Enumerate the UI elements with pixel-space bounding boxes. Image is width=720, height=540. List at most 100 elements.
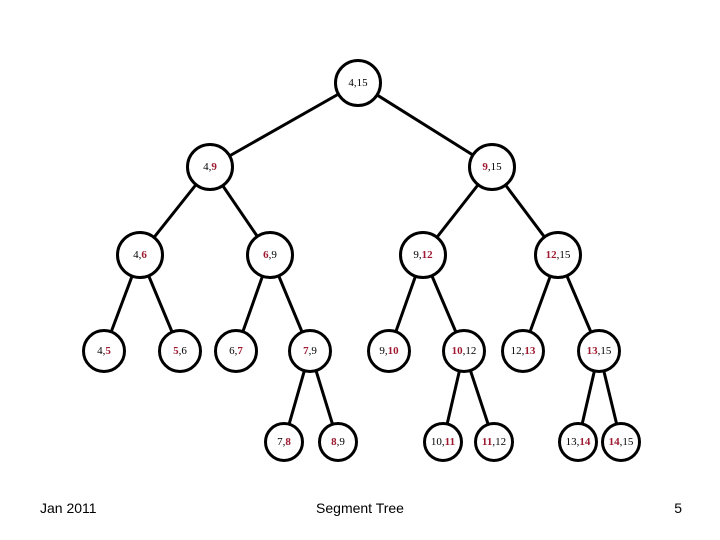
tree-node-label: 4,9 xyxy=(203,160,217,173)
range-separator: , xyxy=(353,76,357,89)
range-high: 8 xyxy=(285,435,291,448)
tree-node-10-11[interactable]: 10,11 xyxy=(423,422,463,462)
range-low: 12 xyxy=(545,248,557,261)
footer-page-number: 5 xyxy=(674,500,682,516)
tree-node-label: 9,10 xyxy=(379,344,399,357)
tree-node-12-13[interactable]: 12,13 xyxy=(501,329,545,373)
tree-node-6-7[interactable]: 6,7 xyxy=(214,329,258,373)
tree-node-label: 4,15 xyxy=(348,76,368,89)
range-low: 9 xyxy=(379,344,385,357)
range-separator: , xyxy=(308,344,312,357)
tree-node-13-14[interactable]: 13,14 xyxy=(558,422,598,462)
tree-node-4-15[interactable]: 4,15 xyxy=(334,59,382,107)
tree-node-label: 5,6 xyxy=(173,344,187,357)
tree-node-4-6[interactable]: 4,6 xyxy=(116,231,164,279)
tree-node-label: 14,15 xyxy=(608,435,634,448)
tree-node-label: 6,7 xyxy=(229,344,243,357)
range-high: 12 xyxy=(495,435,507,448)
range-low: 9 xyxy=(413,248,419,261)
tree-node-4-5[interactable]: 4,5 xyxy=(82,329,126,373)
range-separator: , xyxy=(282,435,286,448)
range-separator: , xyxy=(576,435,580,448)
range-separator: , xyxy=(521,344,525,357)
range-high: 6 xyxy=(141,248,147,261)
range-high: 6 xyxy=(181,344,187,357)
tree-edge xyxy=(208,81,360,169)
tree-node-6-9[interactable]: 6,9 xyxy=(246,231,294,279)
tree-node-9-15[interactable]: 9,15 xyxy=(468,143,516,191)
tree-node-label: 8,9 xyxy=(331,435,345,448)
range-high: 9 xyxy=(271,248,277,261)
range-separator: , xyxy=(619,435,623,448)
tree-node-label: 7,9 xyxy=(303,344,317,357)
range-high: 12 xyxy=(465,344,477,357)
footer-date: Jan 2011 xyxy=(40,500,97,516)
range-high: 9 xyxy=(311,344,317,357)
range-low: 7 xyxy=(277,435,283,448)
tree-node-10-12[interactable]: 10,12 xyxy=(442,329,486,373)
tree-node-7-9[interactable]: 7,9 xyxy=(288,329,332,373)
tree-node-label: 9,15 xyxy=(482,160,501,173)
range-separator: , xyxy=(487,160,491,173)
range-low: 7 xyxy=(303,344,309,357)
tree-node-9-12[interactable]: 9,12 xyxy=(399,231,447,279)
tree-node-9-10[interactable]: 9,10 xyxy=(367,329,411,373)
range-separator: , xyxy=(597,344,601,357)
range-low: 13 xyxy=(586,344,598,357)
slide-footer: Jan 2011 Segment Tree 5 xyxy=(0,484,720,540)
tree-node-label: 4,5 xyxy=(97,344,111,357)
range-separator: , xyxy=(268,248,272,261)
range-high: 15 xyxy=(600,344,612,357)
range-high: 15 xyxy=(622,435,634,448)
tree-node-label: 9,12 xyxy=(413,248,433,261)
range-low: 13 xyxy=(565,435,577,448)
tree-node-12-15[interactable]: 12,15 xyxy=(534,231,582,279)
range-separator: , xyxy=(556,248,560,261)
tree-node-label: 11,12 xyxy=(482,435,507,448)
tree-node-5-6[interactable]: 5,6 xyxy=(158,329,202,373)
range-high: 10 xyxy=(387,344,399,357)
range-separator: , xyxy=(336,435,340,448)
range-high: 7 xyxy=(237,344,243,357)
range-separator: , xyxy=(492,435,496,448)
range-low: 4 xyxy=(348,76,354,89)
range-high: 14 xyxy=(579,435,591,448)
tree-node-14-15[interactable]: 14,15 xyxy=(601,422,641,462)
range-high: 15 xyxy=(356,76,368,89)
tree-node-11-12[interactable]: 11,12 xyxy=(474,422,514,462)
range-low: 8 xyxy=(331,435,337,448)
range-low: 4 xyxy=(203,160,209,173)
tree-node-label: 6,9 xyxy=(263,248,277,261)
range-separator: , xyxy=(234,344,238,357)
tree-edge xyxy=(356,81,494,169)
range-low: 6 xyxy=(229,344,235,357)
range-high: 12 xyxy=(421,248,433,261)
range-separator: , xyxy=(138,248,142,261)
range-separator: , xyxy=(102,344,106,357)
range-high: 5 xyxy=(105,344,111,357)
range-high: 11 xyxy=(444,435,456,448)
tree-node-7-8[interactable]: 7,8 xyxy=(264,422,304,462)
tree-node-label: 12,13 xyxy=(510,344,536,357)
tree-node-label: 10,12 xyxy=(452,344,477,357)
range-high: 9 xyxy=(211,160,217,173)
range-low: 9 xyxy=(482,160,488,173)
range-low: 12 xyxy=(510,344,522,357)
range-low: 4 xyxy=(97,344,103,357)
tree-node-label: 10,11 xyxy=(431,435,456,448)
tree-node-13-15[interactable]: 13,15 xyxy=(577,329,621,373)
range-separator: , xyxy=(208,160,212,173)
range-separator: , xyxy=(462,344,466,357)
range-low: 5 xyxy=(173,344,179,357)
range-separator: , xyxy=(384,344,388,357)
range-separator: , xyxy=(178,344,182,357)
tree-node-4-9[interactable]: 4,9 xyxy=(186,143,234,191)
tree-node-8-9[interactable]: 8,9 xyxy=(318,422,358,462)
range-high: 13 xyxy=(524,344,536,357)
range-low: 14 xyxy=(608,435,620,448)
tree-node-label: 13,15 xyxy=(586,344,612,357)
tree-node-label: 12,15 xyxy=(545,248,571,261)
tree-node-label: 13,14 xyxy=(565,435,591,448)
